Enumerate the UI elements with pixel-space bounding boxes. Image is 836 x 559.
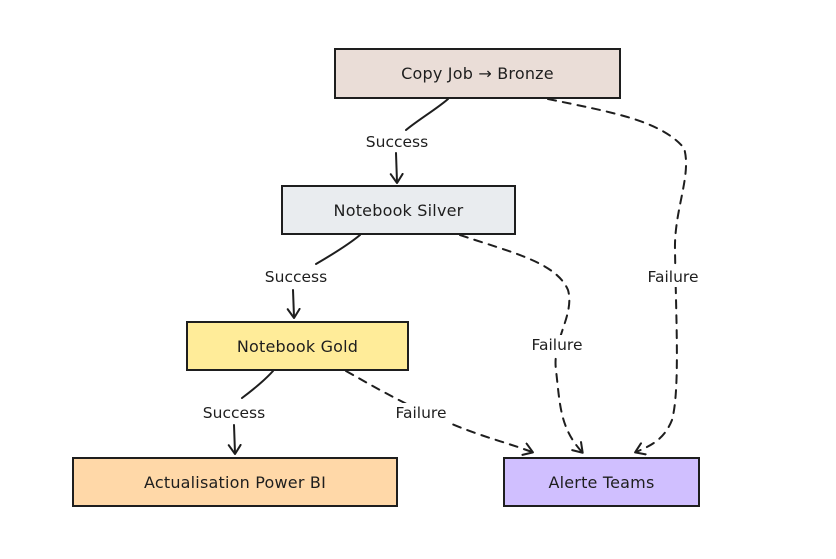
node-actualisation-power-bi: Actualisation Power BI (72, 457, 398, 507)
edge-copyjob-to-silver-arrow (389, 152, 404, 184)
edge-label-success-2: Success (261, 267, 331, 287)
node-actualisation-power-bi-label: Actualisation Power BI (143, 472, 326, 492)
edge-label-success-1: Success (362, 132, 432, 152)
edge-label-failure-2: Failure (528, 335, 586, 355)
edge-silver-to-gold-arrow (286, 289, 301, 319)
edge-gold-to-powerbi (241, 370, 274, 399)
edge-label-success-3: Success (199, 403, 269, 423)
node-notebook-silver: Notebook Silver (281, 185, 516, 235)
node-copy-job-bronze-label: Copy Job → Bronze (401, 64, 554, 83)
edge-silver-to-teams (459, 234, 584, 454)
node-notebook-gold-label: Notebook Gold (236, 336, 359, 356)
node-alerte-teams-label: Alerte Teams (548, 472, 655, 492)
edge-copyjob-to-silver (405, 98, 449, 131)
node-notebook-gold: Notebook Gold (186, 321, 409, 371)
node-notebook-silver-label: Notebook Silver (333, 200, 464, 220)
edge-gold-to-powerbi-arrow (227, 424, 242, 455)
edge-copyjob-to-teams (547, 98, 688, 456)
node-alerte-teams: Alerte Teams (503, 457, 700, 507)
edge-label-failure-3: Failure (392, 403, 450, 423)
edge-label-failure-1: Failure (644, 267, 702, 287)
edge-silver-to-gold (315, 234, 361, 265)
node-copy-job-bronze: Copy Job → Bronze (334, 48, 621, 99)
